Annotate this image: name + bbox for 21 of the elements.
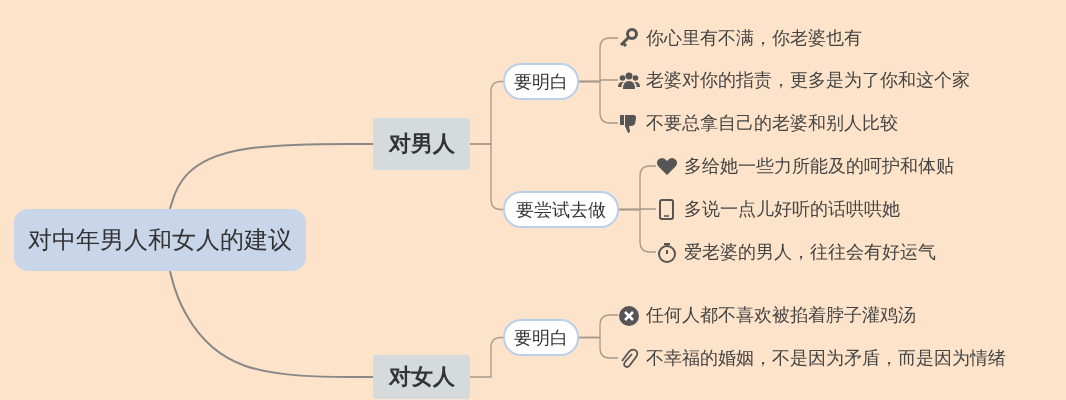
leaf-text: 多给她一些力所能及的呵护和体贴	[684, 154, 954, 178]
branch-line	[578, 336, 619, 359]
leaf-text: 任何人都不喜欢被掐着脖子灌鸡汤	[646, 303, 916, 327]
subtopic-pill: 要尝试去做	[503, 191, 619, 228]
leaf-text: 不幸福的婚姻，不是因为矛盾，而是因为情绪	[646, 346, 1006, 370]
branch-line	[169, 270, 374, 378]
subtopic-pill: 要明白	[503, 63, 579, 100]
branch-line	[169, 143, 374, 210]
branch-line	[618, 208, 657, 253]
branch-line	[469, 143, 504, 211]
branch-line	[578, 80, 619, 124]
leaf-text: 多说一点儿好听的话哄哄她	[684, 197, 900, 221]
leaf-text: 不要总拿自己的老婆和别人比较	[646, 111, 898, 135]
topic-box: 对女人	[373, 355, 470, 399]
central-topic: 对中年男人和女人的建议	[14, 209, 306, 271]
leaf-text: 你心里有不满，你老婆也有	[646, 26, 862, 50]
leaf-text: 老婆对你的指责，更多是为了你和这个家	[646, 68, 970, 92]
subtopic-pill: 要明白	[503, 319, 579, 356]
leaf-text: 爱老婆的男人，往往会有好运气	[684, 240, 936, 264]
branch-line	[469, 336, 504, 378]
topic-box: 对男人	[373, 118, 470, 170]
